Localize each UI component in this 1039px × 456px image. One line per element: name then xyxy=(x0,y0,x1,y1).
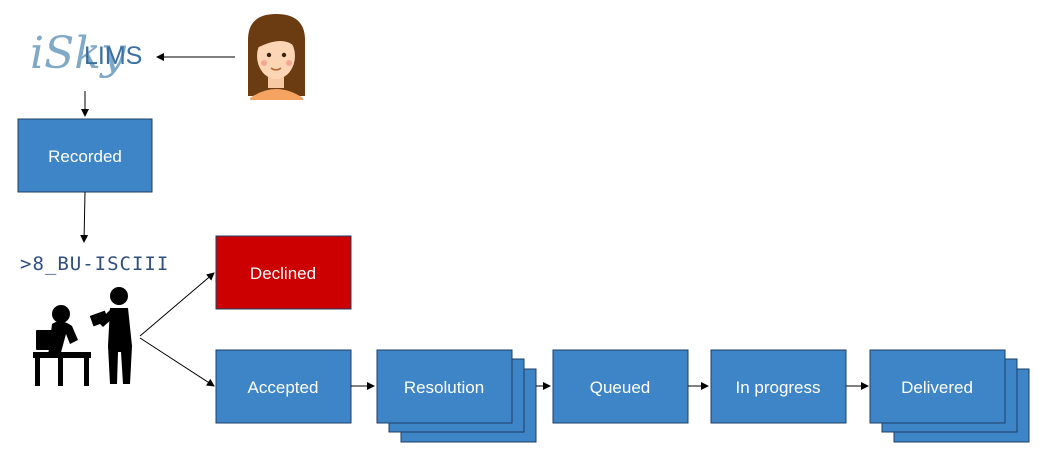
node-in-progress: In progress xyxy=(710,349,847,424)
node-queued: Queued xyxy=(552,349,689,424)
arrow-recorded-to-bu xyxy=(80,191,89,243)
bioinformatics-staff-icon xyxy=(33,287,132,386)
node-delivered: Delivered xyxy=(869,349,1030,443)
node-recorded-label: Recorded xyxy=(48,147,122,166)
node-recorded: Recorded xyxy=(17,118,153,193)
bu-isciii-logo: >8_BU-ISCIII xyxy=(20,253,169,275)
woman-avatar-icon xyxy=(248,14,305,100)
arrow-to-declined xyxy=(139,272,215,337)
node-accepted: Accepted xyxy=(215,349,352,424)
node-queued-label: Queued xyxy=(590,378,651,397)
isky-lims-logo: iSky LIMS xyxy=(30,28,142,79)
node-delivered-label: Delivered xyxy=(901,378,973,397)
node-declined: Declined xyxy=(215,235,352,310)
lims-logo-text: LIMS xyxy=(84,42,142,70)
node-resolution-label: Resolution xyxy=(404,378,484,397)
node-accepted-label: Accepted xyxy=(248,378,319,397)
isky-logo-text: iSky xyxy=(30,28,127,79)
node-resolution: Resolution xyxy=(376,349,537,443)
arrow-to-accepted xyxy=(139,337,215,387)
node-in-progress-label: In progress xyxy=(735,378,820,397)
node-declined-label: Declined xyxy=(250,264,316,283)
